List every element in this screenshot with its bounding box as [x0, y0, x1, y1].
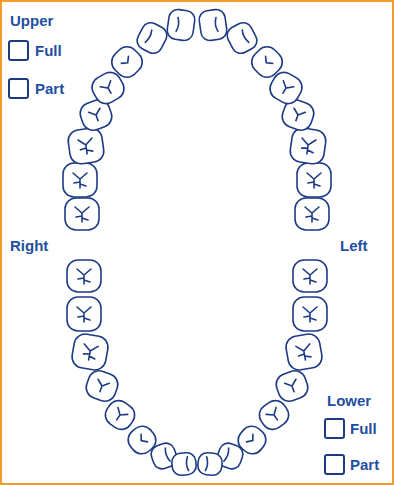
option-label: Full: [350, 420, 377, 438]
tooth: [295, 198, 329, 230]
tooth: [284, 332, 323, 371]
checkbox: [9, 41, 28, 60]
tooth: [63, 163, 97, 197]
side-label: Left: [340, 237, 368, 255]
tooth: [293, 260, 327, 292]
tooth: [101, 396, 139, 433]
tooth: [83, 368, 121, 405]
tooth: [197, 452, 223, 476]
tooth: [67, 297, 101, 331]
tooth: [293, 297, 327, 331]
tooth: [198, 8, 228, 41]
arch-label: Upper: [10, 12, 53, 30]
option-label: Part: [350, 456, 379, 474]
tooth: [289, 127, 327, 165]
tooth: [67, 260, 101, 292]
option-label: Full: [35, 42, 62, 60]
tooth: [273, 368, 311, 405]
checkbox: [325, 419, 344, 438]
tooth: [255, 396, 293, 433]
arch-label: Lower: [327, 392, 371, 410]
side-label: Right: [10, 237, 48, 255]
checkbox: [325, 455, 344, 474]
tooth: [70, 332, 109, 371]
option-label: Part: [35, 80, 64, 98]
tooth: [171, 452, 197, 476]
tooth: [67, 127, 105, 165]
tooth: [134, 20, 170, 57]
tooth: [224, 20, 260, 57]
checkbox: [9, 79, 28, 98]
tooth: [65, 198, 99, 230]
tooth: [297, 163, 331, 197]
tooth: [166, 8, 196, 41]
